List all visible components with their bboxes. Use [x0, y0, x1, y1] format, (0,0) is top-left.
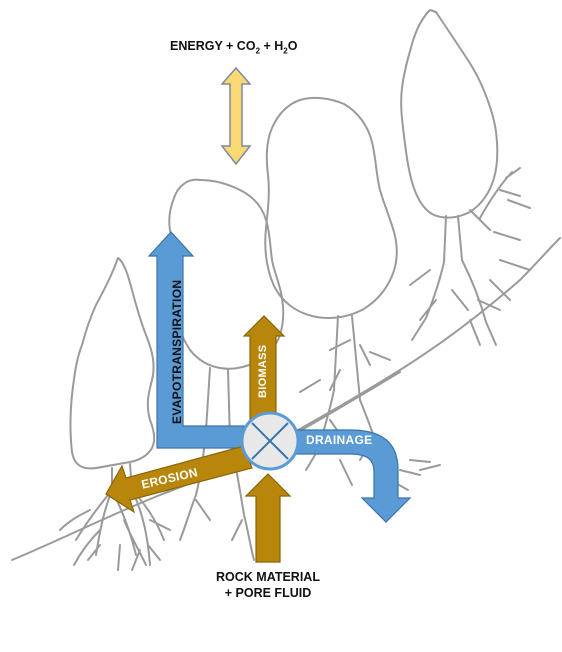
rock-material-line2: + PORE FLUID [206, 586, 330, 600]
biomass-label: BIOMASS [257, 345, 269, 398]
rock-material-line1: ROCK MATERIAL [206, 570, 330, 584]
tree-left [71, 258, 155, 468]
rock-material-arrow [246, 474, 290, 562]
rock-material-label: ROCK MATERIAL + PORE FLUID [206, 570, 330, 600]
energy-double-arrow [222, 68, 250, 164]
tree-tall-middle [265, 98, 397, 318]
evapotranspiration-label: EVAPOTRANSPIRATION [170, 280, 184, 424]
energy-label: ENERGY + CO2 + H2O [170, 39, 297, 56]
drainage-label: DRAINAGE [306, 433, 372, 447]
tree-tall-right [401, 10, 497, 218]
